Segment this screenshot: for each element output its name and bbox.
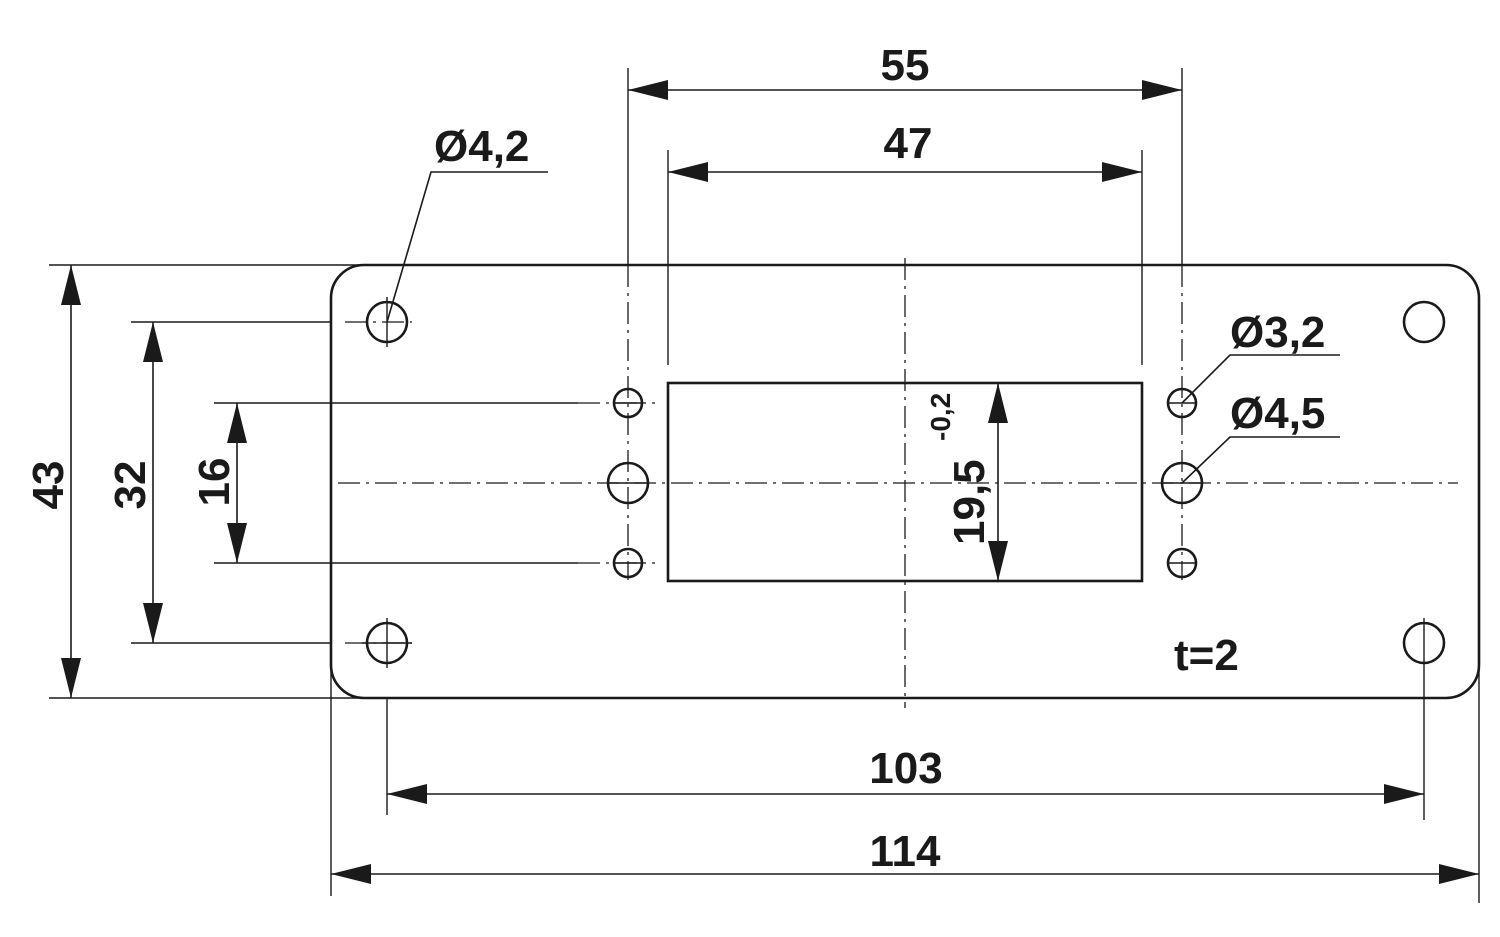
thickness-note: t=2 — [1174, 631, 1239, 680]
dimension-arrowheads — [61, 80, 1479, 884]
callout-middle-hole: Ø4,5 — [1230, 389, 1325, 438]
corner-hole-top-right — [1402, 300, 1446, 344]
dim-cutout-width: 47 — [884, 119, 933, 168]
dim-hole-spacing-width: 103 — [869, 744, 942, 793]
dim-cutout-height-tolerance: -0,2 — [925, 393, 956, 441]
callout-corner-hole: Ø4,2 — [434, 122, 529, 171]
callout-small-hole: Ø3,2 — [1230, 308, 1325, 357]
dimension-lines — [70, 89, 1479, 875]
extension-lines — [49, 68, 1480, 903]
dim-cutout-height: 19,5 -0,2 — [925, 393, 994, 545]
dim-overall-height: 43 — [24, 461, 73, 510]
leader-lines — [386, 171, 1340, 484]
dim-overall-width: 114 — [870, 827, 942, 876]
dim-outer-pattern-width: 55 — [881, 41, 930, 90]
hole-cross-marks — [362, 297, 1425, 668]
dim-small-hole-spacing: 16 — [190, 458, 239, 507]
dim-hole-spacing-height: 32 — [106, 461, 155, 510]
dim-cutout-height-value: 19,5 — [945, 459, 994, 545]
